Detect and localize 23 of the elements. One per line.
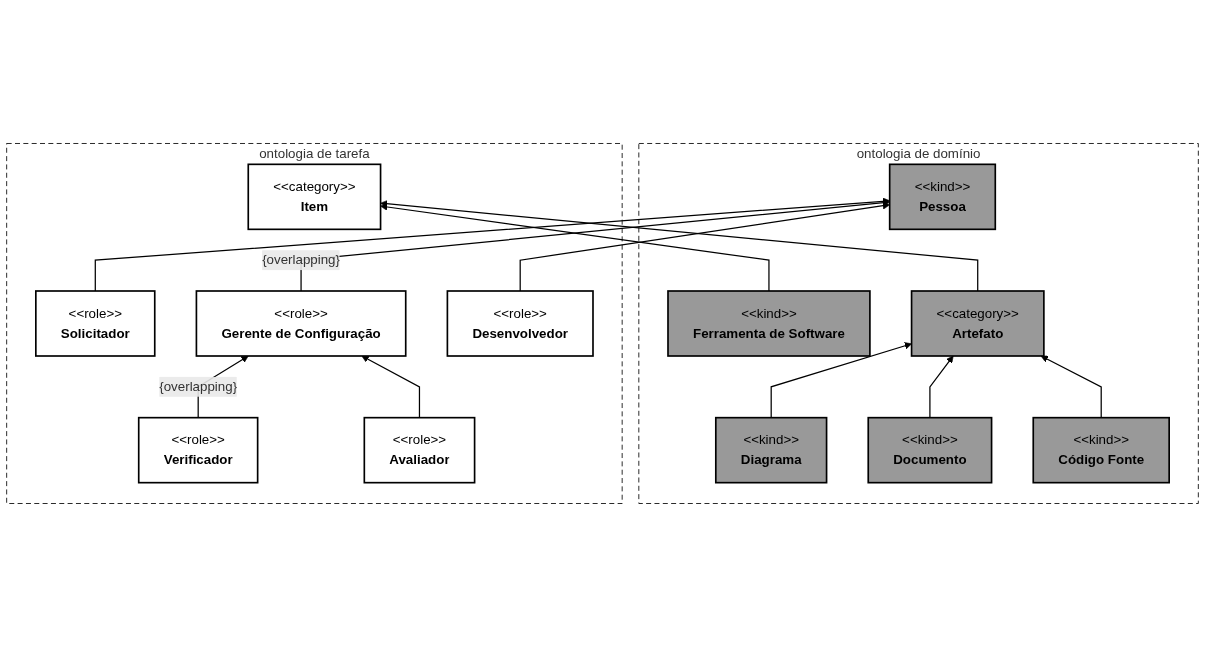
arrow <box>929 355 954 419</box>
arrow <box>380 203 770 292</box>
edge-label: {overlapping} <box>262 252 340 267</box>
edge-label: {overlapping} <box>159 379 238 394</box>
node-box: <<kind>> Pessoa <box>888 163 997 231</box>
arrow <box>770 342 912 419</box>
node-box: <<kind>> Código Fonte <box>1032 416 1170 484</box>
node-box: <<role>> Gerente de Configuração <box>195 290 407 357</box>
node-box: <<role>> Avaliador <box>363 416 476 484</box>
node-box: <<kind>> Ferramenta de Software <box>667 290 871 357</box>
arrow <box>94 197 890 292</box>
node-box: <<category>> Item <box>247 163 382 231</box>
node-box: <<category>> Artefato <box>910 290 1045 357</box>
arrow <box>361 355 421 419</box>
node-box: <<role>> Solicitador <box>35 290 156 357</box>
arrow <box>1040 355 1102 419</box>
arrow <box>380 200 979 292</box>
node-box: <<kind>> Documento <box>867 416 993 484</box>
node-box: <<role>> Verificador <box>137 416 259 484</box>
arrow <box>300 199 890 292</box>
node-box: <<role>> Desenvolvedor <box>446 290 594 357</box>
node-box: <<kind>> Diagrama <box>714 416 828 484</box>
arrow <box>519 202 890 292</box>
